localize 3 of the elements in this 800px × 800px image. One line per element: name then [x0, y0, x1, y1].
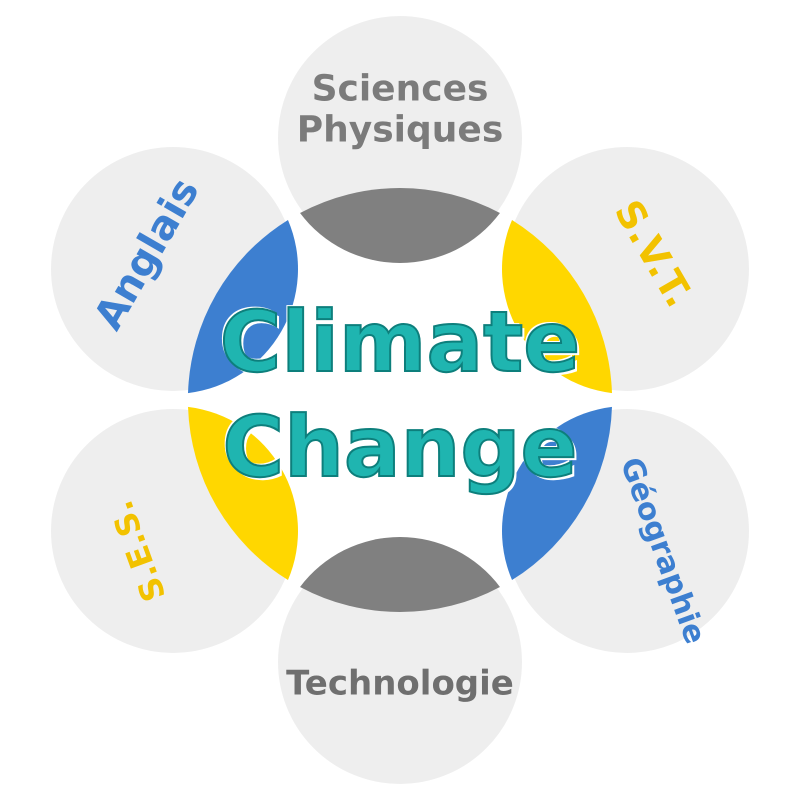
subject-label: S.E.S.: [103, 496, 174, 606]
subject-label: Sciences Physiques: [296, 68, 504, 152]
subject-label: Technologie: [286, 664, 514, 704]
